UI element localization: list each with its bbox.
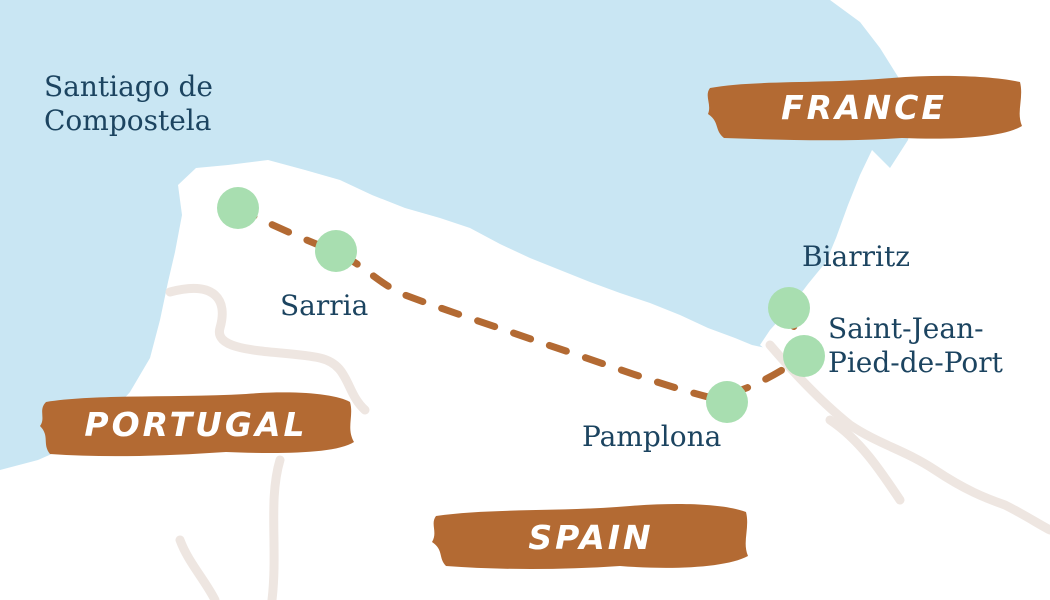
country-label-france: FRANCE [781, 87, 947, 127]
route-stop-saint-jean [783, 335, 825, 377]
brush-stroke-france [707, 75, 1022, 141]
country-label-spain: SPAIN [528, 517, 654, 557]
country-banner-spain: SPAIN [430, 500, 752, 574]
place-label-santiago: Santiago de Compostela [44, 70, 213, 138]
brush-stroke-spain [432, 504, 748, 569]
country-banner-france: FRANCE [702, 68, 1026, 146]
route-stop-sarria [315, 230, 357, 272]
place-label-saint-jean: Saint-Jean- Pied-de-Port [828, 312, 1003, 380]
route-stop-santiago [217, 187, 259, 229]
route-stop-biarritz [768, 287, 810, 329]
road-portugal [165, 283, 370, 415]
place-label-biarritz: Biarritz [802, 240, 910, 273]
place-label-pamplona: Pamplona [582, 420, 722, 453]
road-east-2 [825, 415, 905, 505]
brush-stroke-portugal [40, 392, 354, 457]
route-stop-pamplona [706, 381, 748, 423]
road-south [175, 535, 220, 600]
road-east [765, 340, 1050, 535]
country-banner-portugal: PORTUGAL [36, 388, 356, 460]
place-label-sarria: Sarria [280, 289, 369, 322]
land-iberia [0, 160, 1050, 600]
road-inland [267, 455, 285, 600]
country-label-portugal: PORTUGAL [84, 404, 308, 444]
